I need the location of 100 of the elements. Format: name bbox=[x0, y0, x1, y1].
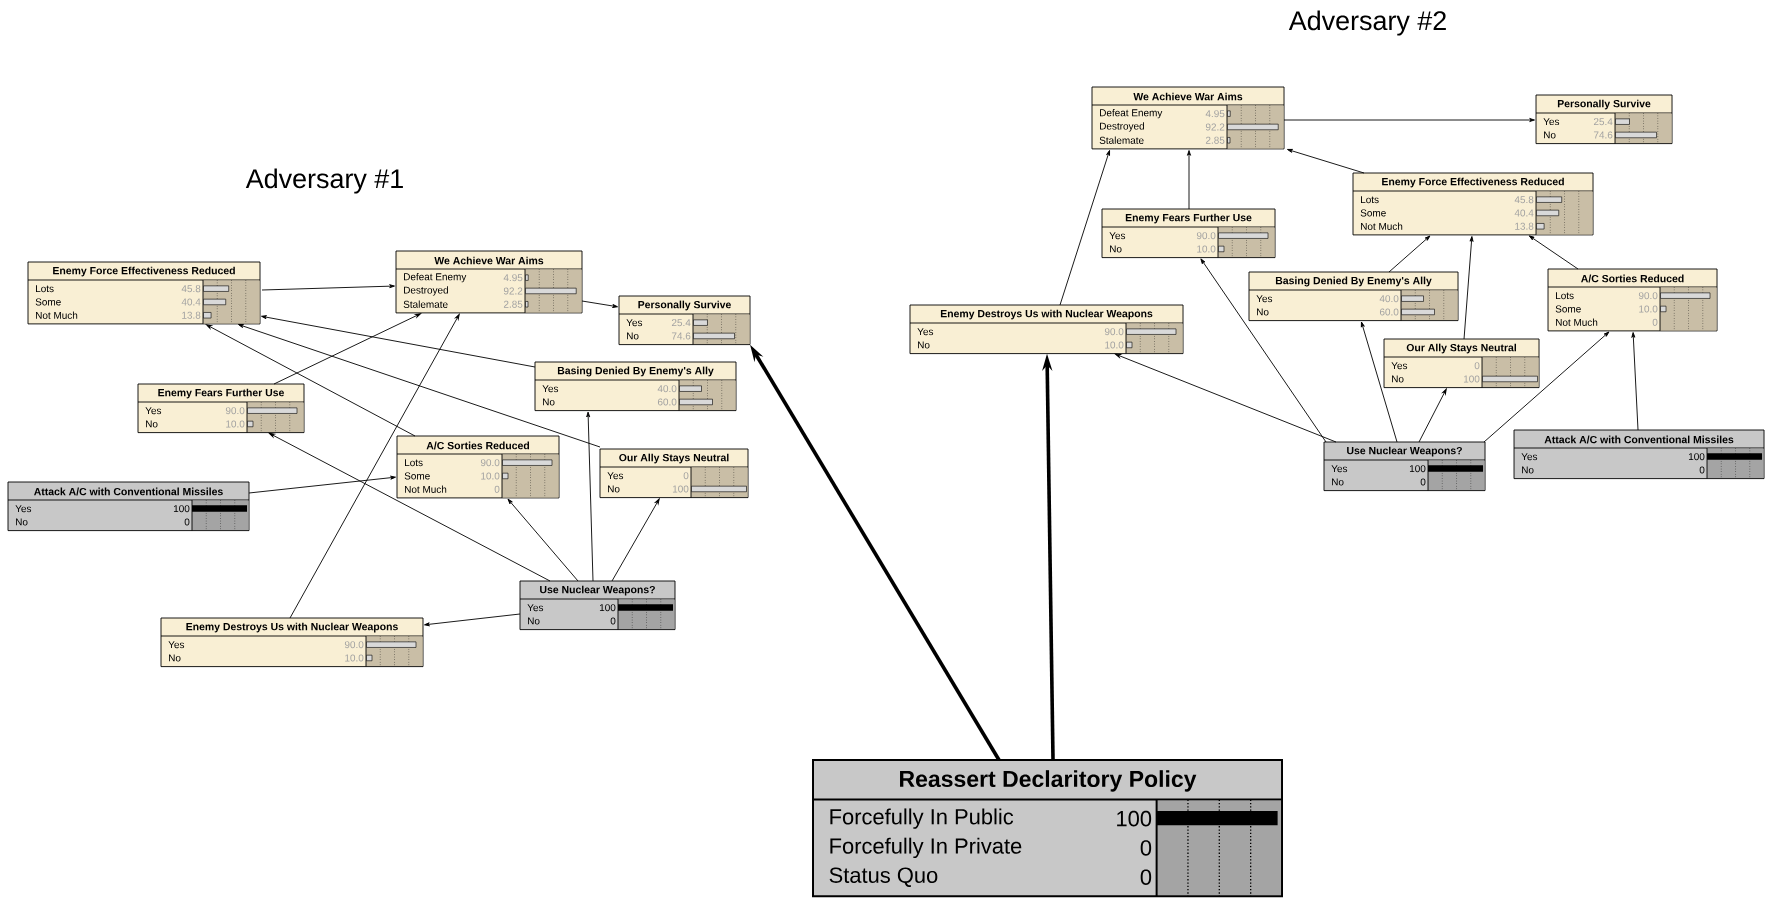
probability-value: 74.6 bbox=[1593, 131, 1613, 139]
node-box bbox=[1323, 441, 1486, 492]
node-title: We Achieve War Aims bbox=[434, 256, 544, 265]
node-box bbox=[27, 261, 261, 325]
node-box bbox=[534, 361, 737, 412]
state-name: No bbox=[1522, 466, 1534, 474]
state-name: Not Much bbox=[1361, 222, 1403, 230]
state-name: Lots bbox=[1556, 292, 1574, 300]
node-title: Attack A/C with Conventional Missiles bbox=[1544, 435, 1734, 444]
probability-value: 45.8 bbox=[181, 285, 201, 293]
state-name: No bbox=[1332, 478, 1344, 486]
probability-value: 40.4 bbox=[181, 298, 201, 306]
state-name: Some bbox=[1360, 209, 1386, 217]
probability-value: 90.0 bbox=[480, 459, 500, 467]
node-title: Basing Denied By Enemy's Ally bbox=[1275, 276, 1432, 287]
state-name: Yes bbox=[1543, 118, 1560, 126]
state-name: Some bbox=[35, 298, 61, 306]
probability-value: 74.6 bbox=[671, 332, 691, 340]
state-name: Yes bbox=[626, 319, 643, 327]
arrow bbox=[261, 284, 395, 291]
arrow bbox=[1483, 331, 1610, 443]
arrow bbox=[507, 498, 579, 582]
node-title: Use Nuclear Weapons? bbox=[1347, 446, 1462, 457]
probability-value: 13.8 bbox=[182, 311, 201, 319]
arrow bbox=[1187, 150, 1191, 210]
node-box bbox=[1091, 86, 1285, 150]
arrow bbox=[273, 313, 422, 385]
state-name: Yes bbox=[1256, 295, 1273, 303]
node-box bbox=[599, 448, 749, 499]
state-name: Yes bbox=[1331, 465, 1348, 473]
probability-value: 4.95 bbox=[1205, 110, 1225, 118]
probability-value: 0 bbox=[184, 518, 190, 526]
probability-value: 60.0 bbox=[657, 398, 677, 406]
arrow bbox=[261, 315, 536, 368]
arrow bbox=[1059, 150, 1110, 306]
state-name: Yes bbox=[527, 604, 544, 612]
cluster-title: Adversary #2 bbox=[1288, 10, 1446, 36]
probability-value: 90.0 bbox=[1104, 328, 1124, 336]
state-name: No bbox=[627, 332, 639, 340]
node-title: Attack A/C with Conventional Missiles bbox=[34, 487, 223, 496]
arrow bbox=[1631, 332, 1639, 431]
node-box bbox=[137, 383, 305, 434]
state-name: Yes bbox=[1521, 453, 1538, 461]
probability-value: 0 bbox=[1420, 478, 1426, 486]
probability-value: 0 bbox=[610, 617, 616, 625]
arrow bbox=[1360, 321, 1398, 443]
probability-value: 0 bbox=[683, 472, 689, 480]
state-name: Yes bbox=[145, 407, 162, 415]
state-name: No bbox=[1110, 245, 1122, 253]
state-name: No bbox=[16, 518, 28, 526]
node-title: Personally Survive bbox=[638, 300, 731, 311]
state-name: Destroyed bbox=[1100, 122, 1144, 132]
arrow bbox=[581, 300, 618, 308]
node-box bbox=[1101, 208, 1276, 259]
probability-value: 10.0 bbox=[1105, 341, 1124, 349]
state-name: Lots bbox=[405, 459, 423, 467]
node-title: Our Ally Stays Neutral bbox=[1406, 343, 1516, 354]
probability-value: 4.95 bbox=[503, 274, 523, 282]
node-box bbox=[160, 617, 424, 668]
probability-value: 100 bbox=[1463, 375, 1480, 383]
state-name: Not Much bbox=[1556, 318, 1598, 326]
probability-value: 10.0 bbox=[345, 654, 364, 662]
probability-value: 0 bbox=[1652, 318, 1658, 326]
node-box bbox=[1547, 268, 1718, 332]
probability-value: 0 bbox=[1140, 840, 1152, 856]
node-box bbox=[396, 435, 560, 499]
probability-value: 100 bbox=[1117, 810, 1152, 827]
state-name: Yes bbox=[607, 472, 624, 480]
state-name: Not Much bbox=[36, 311, 78, 319]
arrow bbox=[1463, 236, 1474, 340]
probability-value: 100 bbox=[599, 604, 616, 612]
arrow bbox=[586, 411, 594, 582]
state-name: No bbox=[543, 398, 555, 406]
probability-value: 2.85 bbox=[503, 300, 523, 308]
probability-value: 10.0 bbox=[1197, 245, 1216, 253]
node-title: A/C Sorties Reduced bbox=[426, 441, 530, 450]
node-box bbox=[395, 250, 583, 314]
node-title: A/C Sorties Reduced bbox=[1581, 274, 1684, 283]
arrow bbox=[1388, 235, 1431, 273]
probability-value: 40.4 bbox=[1514, 209, 1534, 217]
probability-value: 25.4 bbox=[1593, 118, 1613, 126]
state-name: No bbox=[146, 420, 158, 428]
state-name: Yes bbox=[1391, 362, 1408, 370]
probability-value: 100 bbox=[1409, 465, 1426, 473]
probability-value: 2.85 bbox=[1205, 136, 1225, 144]
probability-value: 60.0 bbox=[1379, 308, 1399, 316]
state-name: Not Much bbox=[405, 485, 447, 493]
node-title: Basing Denied By Enemy's Ally bbox=[557, 366, 714, 377]
state-name: Defeat Enemy bbox=[1100, 109, 1163, 119]
node-box bbox=[519, 580, 676, 631]
probability-value: 100 bbox=[672, 485, 689, 493]
node-title: Enemy Force Effectiveness Reduced bbox=[53, 266, 235, 277]
cluster-title: Adversary #1 bbox=[245, 168, 403, 194]
state-name: No bbox=[1392, 375, 1404, 383]
arrow bbox=[1528, 235, 1579, 270]
node-title: Use Nuclear Weapons? bbox=[540, 585, 655, 596]
arrow bbox=[268, 432, 551, 582]
probability-value: 92.2 bbox=[1205, 123, 1225, 131]
arrow bbox=[1283, 118, 1535, 122]
state-name: Lots bbox=[36, 285, 54, 293]
